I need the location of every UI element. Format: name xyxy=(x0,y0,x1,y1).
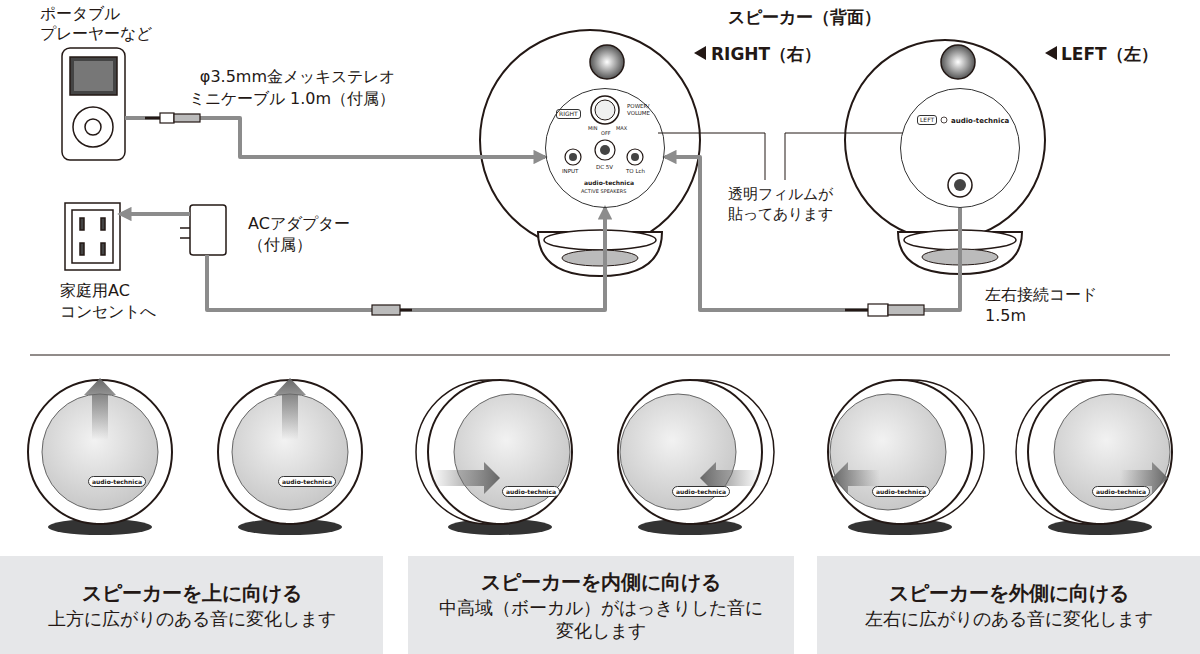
node-heading: 家庭用AC コンセントへ xyxy=(60,280,165,322)
node-text: ACTIVE SPEAKERS xyxy=(581,188,626,194)
caption-band: スピーカーを上に向ける上方に広がりのある音に変化します xyxy=(0,556,383,654)
caption-band: スピーカーを外側に向ける左右に広がりのある音に変化します xyxy=(817,556,1200,654)
note: 透明フィルムが 貼ってあります xyxy=(728,184,863,224)
player: ポータブル プレーヤーなど xyxy=(62,48,125,160)
node-text: audio-technica xyxy=(951,117,1009,126)
node-text: MIN xyxy=(588,125,598,131)
node-text: POWER/ VOLUME xyxy=(627,103,661,117)
node-text: TO Lch xyxy=(626,168,645,175)
cable-connector xyxy=(125,118,545,157)
node-text: MAX xyxy=(616,125,627,131)
separator xyxy=(30,355,1170,356)
node-heading: スピーカーを上に向ける xyxy=(82,579,302,607)
node-text: 左右に広がりのある音に変化します xyxy=(829,607,1189,631)
outlet-drawing xyxy=(65,203,120,270)
node-text: 中高域（ボーカル）がはっきりした音に 変化します xyxy=(426,596,776,642)
cable-connector xyxy=(665,157,960,310)
cable-connector xyxy=(120,212,190,216)
logo: audio-technica xyxy=(872,486,930,497)
node-text: 上方に広がりのある音に変化します xyxy=(12,607,372,631)
logo: audio-technica xyxy=(278,476,336,487)
left-speaker-drawing xyxy=(845,40,1057,274)
right-speaker-drawing xyxy=(480,30,706,276)
node-heading: ポータブル プレーヤーなど xyxy=(40,4,160,44)
node-text: audio-technica xyxy=(584,179,634,187)
node-heading: スピーカーを内側に向ける xyxy=(481,568,721,596)
logo: audio-technica xyxy=(88,476,146,487)
logo: audio-technica xyxy=(672,486,730,497)
cable-connector xyxy=(207,208,605,310)
outlet: 家庭用AC コンセントへ xyxy=(65,203,120,270)
node-text: LEFT xyxy=(917,115,937,125)
ac-adapter: ACアダプター （付属） xyxy=(190,205,226,255)
node-heading: スピーカーを外側に向ける xyxy=(889,579,1129,607)
player-drawing xyxy=(62,48,125,160)
edge-label: φ3.5mm金メッキステレオ ミニケーブル 1.0m（付属） xyxy=(185,66,395,110)
edge-label: 左右接続コード 1.5m xyxy=(985,284,1105,326)
node-text: RIGHT xyxy=(556,109,581,119)
speaker-figures xyxy=(28,378,1172,535)
logo: audio-technica xyxy=(1092,486,1150,497)
node-text: DC 5V xyxy=(596,164,613,171)
node-heading: LEFT（左） xyxy=(1061,43,1158,65)
caption-band: スピーカーを内側に向ける中高域（ボーカル）がはっきりした音に 変化します xyxy=(408,556,794,654)
right-back-panel: RIGHT（右）RIGHTPOWER/ VOLUMEMINOFFMAXINPUT… xyxy=(545,88,665,208)
node-text: OFF xyxy=(601,130,611,136)
node-heading: RIGHT（右） xyxy=(711,43,821,65)
node-text: INPUT xyxy=(562,168,578,175)
logo: audio-technica xyxy=(502,486,560,497)
section-title: スピーカー（背面） xyxy=(728,6,881,28)
node-heading: ACアダプター （付属） xyxy=(248,213,368,255)
left-back-panel: LEFT（左）LEFTaudio-technica xyxy=(900,88,1020,208)
